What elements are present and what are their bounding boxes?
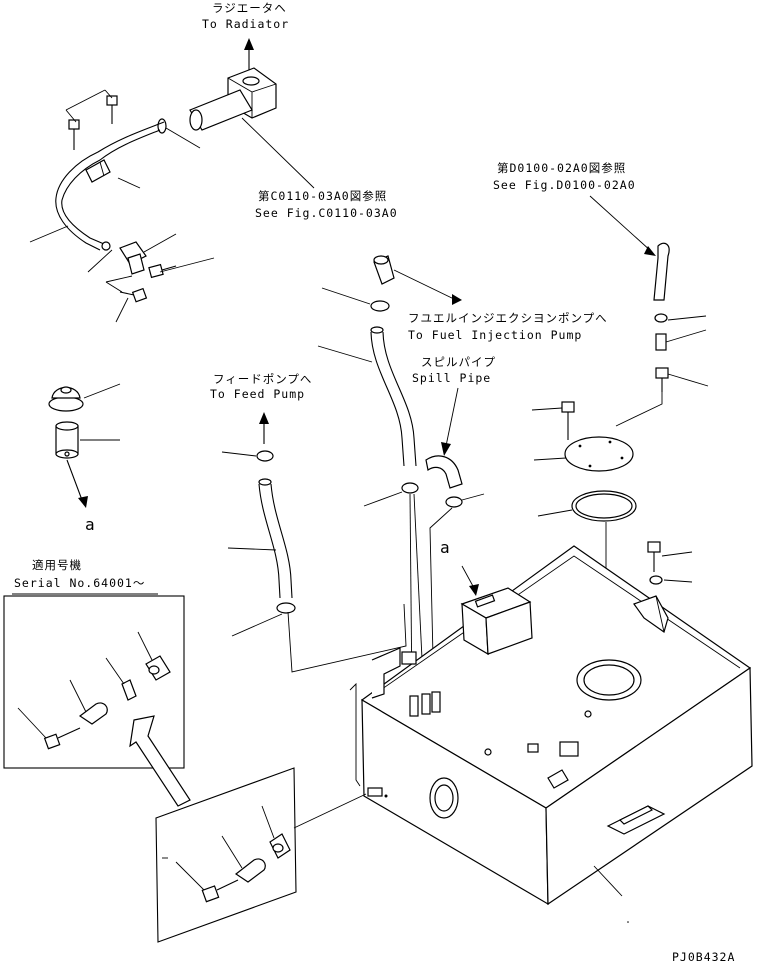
bolt-icon — [68, 119, 80, 150]
injection-label-jp: フユエルインジエクシヨンポンプへ — [408, 311, 608, 325]
lower-detail-box — [155, 767, 367, 943]
fuel-tank — [349, 545, 753, 923]
radiator-hose-assembly — [29, 67, 315, 323]
filler-cap-assembly — [48, 383, 121, 508]
spill-pipe-assembly — [425, 387, 485, 701]
bolt-icon — [43, 727, 81, 750]
spill-label-jp: スピルパイプ — [421, 355, 496, 369]
bolt-icon — [647, 541, 661, 572]
fig-d-label-jp: 第D0100-02A0図参照 — [497, 161, 626, 175]
fig-c-label-jp: 第C0110-03A0図参照 — [258, 189, 387, 203]
feed-label-en: To Feed Pump — [210, 387, 305, 401]
ref-a-left: a — [85, 515, 95, 534]
bolt-icon — [655, 367, 669, 392]
radiator-label-en: To Radiator — [202, 17, 289, 31]
spill-label-en: Spill Pipe — [412, 371, 491, 385]
bolt-icon — [561, 401, 575, 440]
serial-label-en: Serial No.64001～ — [14, 576, 145, 590]
bolt-icon — [148, 263, 177, 279]
bolt-icon — [201, 879, 239, 903]
return-hose-assembly — [589, 195, 709, 427]
serial-label-jp: 適用号機 — [32, 558, 82, 572]
fig-d-label-en: See Fig.D0100-02A0 — [493, 178, 636, 192]
inset-arrow — [129, 715, 191, 807]
bolt-icon — [106, 95, 118, 124]
serial-inset-box — [3, 593, 185, 769]
cover-plate-assembly — [531, 401, 693, 660]
drawing-code: PJ0B432A — [672, 950, 735, 964]
feed-hose-assembly — [221, 412, 407, 673]
fig-c-label-en: See Fig.C0110-03A0 — [255, 206, 398, 220]
radiator-label-jp: ラジエータヘ — [212, 1, 287, 15]
injection-label-en: To Fuel Injection Pump — [408, 328, 582, 342]
bolt-icon — [119, 287, 148, 303]
ref-a-tank: a — [440, 538, 450, 557]
feed-label-jp: フィードポンプへ — [213, 372, 312, 386]
